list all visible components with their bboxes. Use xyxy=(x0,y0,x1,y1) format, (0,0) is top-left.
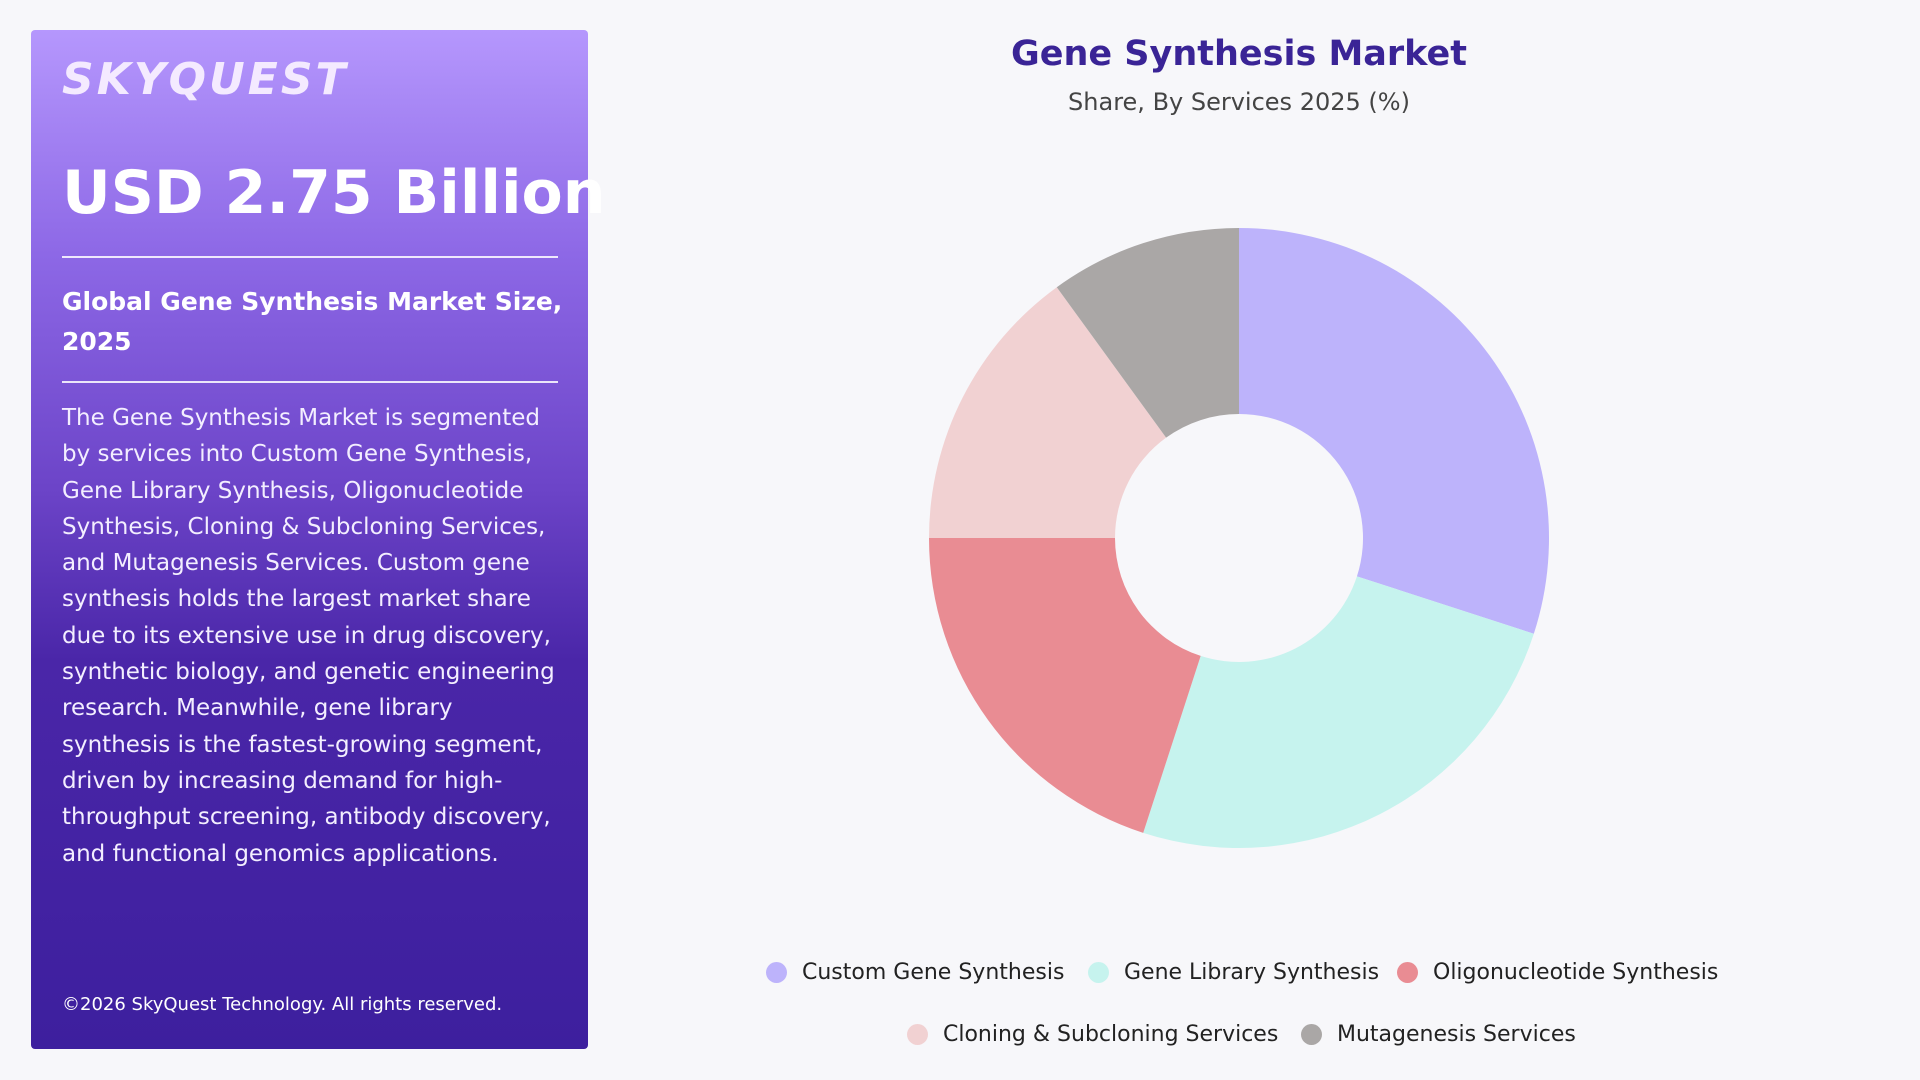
market-size-label: Global Gene Synthesis Market Size, 2025 xyxy=(62,287,563,356)
market-value: USD 2.75 Billion xyxy=(62,158,606,228)
market-description: The Gene Synthesis Market is segmented b… xyxy=(62,405,555,867)
legend-label: Custom Gene Synthesis xyxy=(802,960,1065,985)
divider xyxy=(62,381,558,383)
chart-title: Gene Synthesis Market xyxy=(1011,34,1467,74)
donut-slice-cloning-subcloning-services[interactable] xyxy=(929,287,1167,538)
legend-item[interactable]: Gene Library Synthesis xyxy=(1088,960,1379,985)
donut-slice-custom-gene-synthesis[interactable] xyxy=(1239,228,1549,634)
donut-slice-mutagenesis-services[interactable] xyxy=(1056,228,1239,438)
legend-item[interactable]: Custom Gene Synthesis xyxy=(766,960,1064,985)
legend-swatch xyxy=(1397,962,1418,983)
legend-label: Mutagenesis Services xyxy=(1337,1022,1576,1047)
legend-item[interactable]: Cloning & Subcloning Services xyxy=(907,1022,1278,1047)
legend-label: Cloning & Subcloning Services xyxy=(943,1022,1279,1047)
chart-subtitle: Share, By Services 2025 (%) xyxy=(1068,88,1410,116)
skyquest-logo: SKYQUEST xyxy=(62,54,349,105)
legend-label: Gene Library Synthesis xyxy=(1124,960,1380,985)
legend-swatch xyxy=(766,962,787,983)
legend-swatch xyxy=(1088,962,1109,983)
legend-label: Oligonucleotide Synthesis xyxy=(1433,960,1719,985)
legend-swatch xyxy=(907,1024,928,1045)
copyright-notice: ©2026 SkyQuest Technology. All rights re… xyxy=(62,994,503,1015)
donut-slice-oligonucleotide-synthesis[interactable] xyxy=(929,538,1201,833)
legend-item[interactable]: Oligonucleotide Synthesis xyxy=(1397,960,1718,985)
donut-slice-gene-library-synthesis[interactable] xyxy=(1143,576,1534,848)
legend-item[interactable]: Mutagenesis Services xyxy=(1301,1022,1576,1047)
divider xyxy=(62,256,558,258)
legend-swatch xyxy=(1301,1024,1322,1045)
summary-panel: SKYQUEST USD 2.75 Billion Global Gene Sy… xyxy=(31,30,606,1049)
